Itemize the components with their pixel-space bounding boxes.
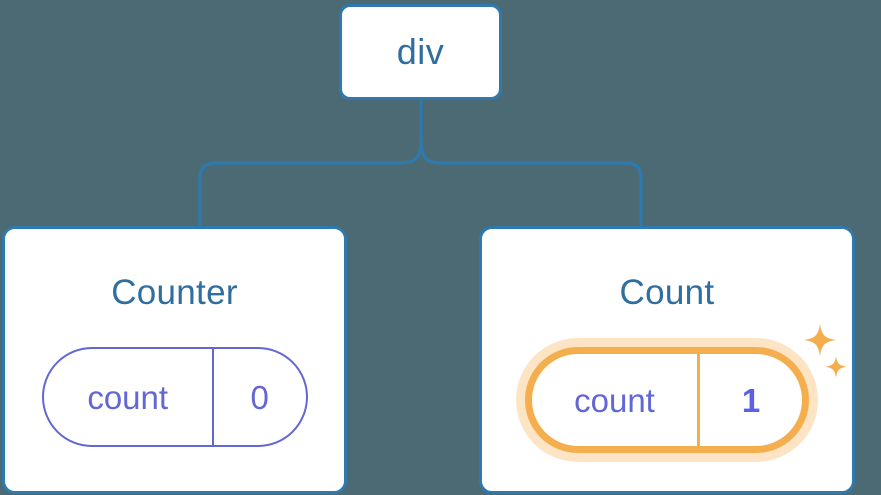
root-node-label: div	[396, 31, 445, 72]
count-card-title: Count	[619, 273, 715, 312]
count-state-pill-highlighted[interactable]: count 1	[525, 347, 809, 453]
count-state-pill-wrap: count 1	[482, 347, 852, 453]
counter-state-key: count	[44, 349, 214, 445]
count-component-card[interactable]: Count count 1	[479, 226, 855, 494]
count-state-key: count	[532, 354, 700, 446]
counter-card-title: Counter	[111, 273, 238, 312]
counter-state-pill-wrap: count 0	[5, 347, 344, 447]
connector-branch-right	[419, 140, 643, 228]
counter-state-value: 0	[250, 378, 269, 416]
root-node-div[interactable]: div	[339, 4, 502, 100]
count-state-value: 1	[741, 381, 761, 419]
counter-state-pill[interactable]: count 0	[41, 347, 308, 447]
connector-branch-left	[198, 140, 423, 228]
counter-component-card[interactable]: Counter count 0	[2, 226, 347, 494]
